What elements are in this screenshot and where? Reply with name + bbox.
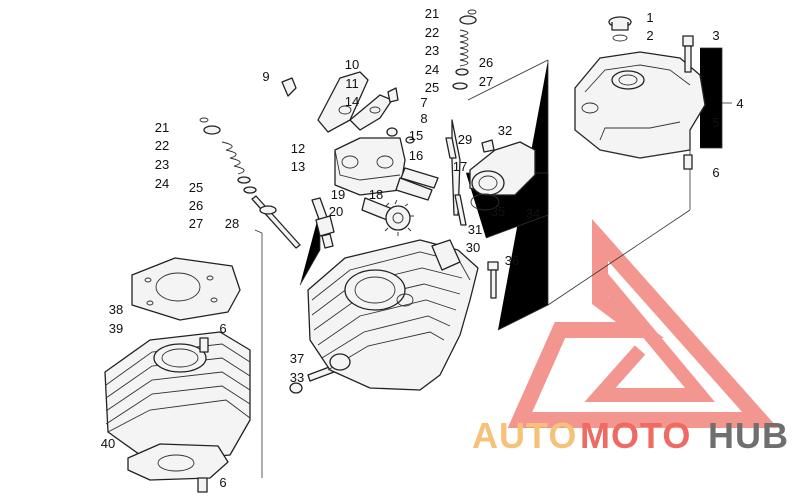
cylinder-head-gasket — [131, 257, 241, 321]
callout-5: 5 — [712, 115, 719, 130]
callout-37: 37 — [290, 351, 304, 366]
callout-23: 23 — [155, 157, 169, 172]
cylinder-block — [104, 331, 251, 463]
callout-1: 1 — [646, 10, 653, 25]
callout-24: 24 — [425, 62, 439, 77]
callout-21: 21 — [155, 120, 169, 135]
callout-39: 39 — [109, 321, 123, 336]
brand-auto: AUTO — [472, 415, 577, 456]
valve-spring-stack-left — [199, 117, 301, 249]
brand-moto: MOTO — [580, 415, 691, 456]
callout-17: 17 — [453, 159, 467, 174]
callout-11: 11 — [345, 76, 359, 91]
brand-hub: HUB — [708, 415, 789, 456]
valve-cover — [574, 51, 706, 159]
stud-bolts — [289, 194, 499, 394]
callout-32: 32 — [498, 123, 512, 138]
callout-8: 8 — [420, 111, 427, 126]
intake-manifold — [469, 139, 536, 211]
callout-33: 33 — [290, 370, 304, 385]
callout-38: 38 — [109, 302, 123, 317]
callout-18: 18 — [369, 187, 383, 202]
callout-16: 16 — [409, 148, 423, 163]
callout-6: 6 — [219, 321, 226, 336]
callout-28: 28 — [225, 216, 239, 231]
callout-9: 9 — [262, 69, 269, 84]
camshaft — [361, 197, 414, 236]
logo-triangle — [507, 218, 778, 428]
callout-6: 6 — [712, 165, 719, 180]
callout-13: 13 — [291, 159, 305, 174]
callout-24: 24 — [155, 176, 169, 191]
cylinder-base-gasket — [127, 443, 229, 493]
callout-15: 15 — [409, 128, 423, 143]
callout-27: 27 — [479, 74, 493, 89]
callout-12: 12 — [291, 141, 305, 156]
callout-7: 7 — [420, 95, 427, 110]
callout-23: 23 — [425, 43, 439, 58]
callout-22: 22 — [155, 138, 169, 153]
callout-36: 36 — [505, 253, 519, 268]
callout-21: 21 — [425, 6, 439, 21]
callout-10: 10 — [345, 57, 359, 72]
spark-plug — [311, 197, 335, 249]
callout-26: 26 — [189, 198, 203, 213]
callout-25: 25 — [189, 180, 203, 195]
rocker-arms — [281, 71, 399, 133]
callout-29: 29 — [458, 132, 472, 147]
callout-14: 14 — [345, 94, 359, 109]
callout-6: 6 — [219, 475, 226, 490]
callout-22: 22 — [425, 25, 439, 40]
callout-20: 20 — [329, 204, 343, 219]
callout-35: 35 — [491, 204, 505, 219]
oil-filler-cap — [608, 16, 632, 42]
callout-40: 40 — [101, 436, 115, 451]
automotohub-logo — [507, 218, 778, 428]
callout-34: 34 — [526, 206, 540, 221]
callout-30: 30 — [466, 240, 480, 255]
callout-26: 26 — [479, 55, 493, 70]
cover-bolt — [682, 35, 694, 170]
rocker-shafts — [395, 137, 457, 201]
callout-25: 25 — [425, 80, 439, 95]
cylinder-head — [307, 239, 479, 391]
callout-27: 27 — [189, 216, 203, 231]
logo-inner-mark — [584, 270, 715, 402]
callout-31: 31 — [468, 222, 482, 237]
callout-4: 4 — [736, 96, 743, 111]
callout-19: 19 — [331, 187, 345, 202]
automotohub-wordmark: AUTO MOTO HUB — [472, 415, 789, 456]
valve-spring-stack-top — [451, 9, 477, 216]
callout-3: 3 — [712, 28, 719, 43]
callout-2: 2 — [646, 28, 653, 43]
